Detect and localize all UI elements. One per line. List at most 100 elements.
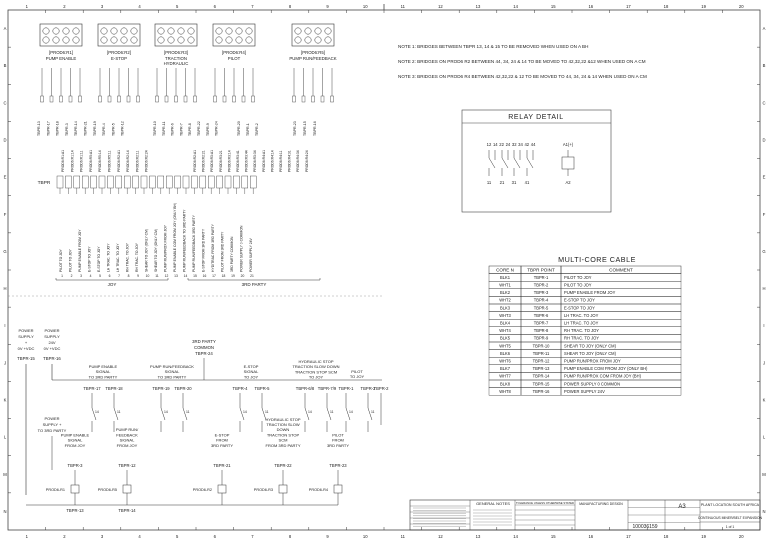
terminal-cell — [241, 175, 249, 189]
output-tag: TBPR-1 — [339, 386, 355, 391]
terminal-desc-label: PUMP RUN/FEEDBACK 3RD PARTY — [192, 214, 196, 272]
relay-detail-pin: A2 — [565, 180, 571, 185]
input-title: SIGNAL — [120, 438, 135, 443]
relay-terminal-screw — [225, 36, 233, 44]
grid-row-right: N — [762, 509, 765, 514]
relay-terminal-screw — [304, 27, 312, 35]
terminal-desc-label: POWER SUPPLY 24V — [249, 237, 253, 272]
supply-b-text: SUPPLY — [44, 334, 60, 339]
relay-detail-pin: 34 — [518, 142, 523, 147]
cable-cell-text: WHT1 — [499, 283, 511, 288]
terminal-number: 15 — [193, 274, 197, 278]
terminal-desc-label: E-STOP FROM 3RD PARTY — [202, 228, 206, 272]
grid-column-labels: 1122334455667788991010111112121313141415… — [26, 4, 745, 539]
output-contact — [367, 407, 373, 421]
terminal-cell — [224, 175, 232, 189]
input-title: 3RD PARTY — [211, 443, 233, 448]
terminal-top-label: TBPR-8 — [188, 123, 192, 136]
wire-ferrule — [136, 95, 140, 103]
terminal-number: 6 — [109, 274, 111, 278]
terminal-top-label: TBPR-9 — [206, 123, 210, 136]
terminal-top-label: TBPR-11 — [162, 121, 166, 136]
contact-blade — [501, 157, 509, 169]
relay-terminal-screw — [52, 36, 60, 44]
grid-row-right: G — [762, 249, 765, 254]
terminal-number: 2 — [71, 274, 73, 278]
relay-coil — [561, 156, 575, 170]
cable-cell-text: TBPR-11 — [533, 351, 550, 356]
terminal-top-label: TBPR-18 — [56, 121, 60, 136]
grid-col-top: 18 — [664, 4, 669, 9]
relay-terminal-screw — [52, 27, 60, 35]
relay-tag: [PROD6:R2] — [107, 50, 131, 55]
relay-2: [PROD6:R2]E-STOP — [97, 23, 141, 103]
grid-col-bottom: 9 — [326, 534, 329, 539]
relay-name: PUMP RUN/FEEDBACK — [289, 56, 336, 61]
contact-pin: 14 — [308, 410, 312, 414]
cable-table-title: MULTI-CORE CABLE — [558, 255, 636, 264]
terminal-mid-label: PROD6:R5:11 — [108, 150, 112, 172]
relay-terminal-screw — [225, 27, 233, 35]
terminal-mid-label: PROD6:R2:21 — [202, 150, 206, 172]
drawing-title: CONTINUOUS MINER/BELT EXPANSION — [698, 516, 763, 520]
relay-body — [291, 23, 335, 47]
grid-row-right: A — [763, 26, 766, 31]
terminal-number: 12 — [165, 274, 169, 278]
cable-cell-text: LH TRAC. TO JOY — [564, 313, 599, 318]
third-party-common-text: COMMON — [194, 345, 214, 350]
wire-ferrule — [49, 95, 54, 103]
input-title: FROM JOY — [65, 443, 86, 448]
cable-cell-text: TBPR-3 — [534, 290, 549, 295]
output-title: TRACTION STOP SCM — [295, 369, 337, 374]
grid-col-top: 4 — [138, 4, 141, 9]
cable-cell-text: TBPR-10 — [533, 343, 551, 348]
grid-row-left: K — [4, 398, 7, 403]
output-title: E-STOP — [244, 364, 259, 369]
relay-4: [PROD6:R4]PILOT — [212, 23, 256, 103]
cable-cell-text: WHT6 — [499, 359, 511, 364]
cable-cell-text: WHT3 — [499, 313, 511, 318]
output-contact — [261, 407, 267, 421]
terminal-top-label: TBPR-16 — [313, 121, 317, 136]
wire-ferrule — [174, 95, 178, 103]
relay-tag: [PROD6:R5] — [301, 50, 325, 55]
terminal-mid-label: PROD6:R3:34 — [253, 150, 257, 172]
terminal-cell — [199, 175, 207, 189]
terminal-top-label: TBPR-21 — [84, 121, 88, 136]
cable-cell-text: BLK5 — [500, 336, 511, 341]
grid-row-right: M — [762, 472, 766, 477]
cable-cell-text: PILOT TO JOY — [564, 283, 592, 288]
grid-col-top: 7 — [251, 4, 254, 9]
contact-pin: 14 — [243, 410, 247, 414]
terminal-top-label: TBPR-23 — [293, 121, 297, 136]
cable-cell-text: RH TRAC. TO JOY — [564, 336, 599, 341]
grid-col-bottom: 4 — [138, 534, 141, 539]
terminal-desc-label: E-STOP TO JOY — [97, 246, 101, 272]
relay-1: [PROD6:R1]PUMP ENABLE — [39, 23, 83, 103]
grid-row-left: L — [4, 435, 7, 440]
relay-terminal-screw — [177, 36, 185, 44]
cable-cell-text: WHT8 — [499, 389, 511, 394]
terminal-desc-label: LH TRAC. TO JOY — [107, 243, 111, 272]
supply-a-tag: TBPR-15 — [17, 356, 35, 361]
output-tag: TBPR-6/8 — [296, 386, 315, 391]
relay-tag: [PROD6:R3] — [164, 50, 188, 55]
relay-blocks: [PROD6:R1]PUMP ENABLE[PROD6:R2]E-STOP[PR… — [39, 23, 337, 103]
contact-pin: 11 — [371, 410, 375, 414]
note-1: NOTE 1: BRIDGES BETWEEN TBPR 13, 14 & 15… — [398, 44, 588, 49]
contact-pin: 14 — [349, 410, 353, 414]
terminal-desc-label: E-STOP TO JOY — [88, 246, 92, 272]
output-contact — [113, 407, 119, 421]
company-name: PLANT LOCATION SOUTH AFRICA — [701, 503, 760, 507]
grid-col-bottom: 19 — [701, 534, 706, 539]
terminal-mid-label: PROD6:R1:A1 — [61, 150, 65, 172]
tolerance-text: TOLERANCE UNLESS OTHERWISE STATED — [516, 501, 574, 505]
cable-cell-text: BLK4 — [500, 321, 511, 326]
terminal-mid-label: PROD6:R5:A1 — [89, 150, 93, 172]
